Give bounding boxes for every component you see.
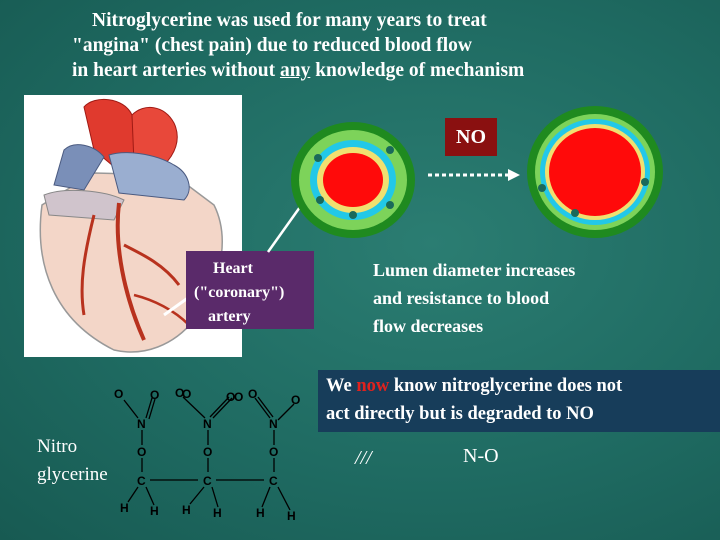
heart-illustration	[24, 95, 242, 357]
atom-nitrogen: N	[203, 417, 212, 431]
molecule-name-line-2: glycerine	[37, 464, 108, 485]
atom-oxygen: O	[114, 387, 123, 401]
callout-line-1-start: We	[326, 376, 357, 396]
callout-line-1-end: know nitroglycerine does not	[389, 376, 623, 396]
atom-hydrogen: H	[213, 506, 222, 520]
atom-carbon: C	[203, 474, 212, 488]
heart-label-line-1: Heart	[213, 260, 253, 277]
coronary-artery-branch-1	[123, 243, 181, 286]
title-line-2: "angina" (chest pain) due to reduced blo…	[72, 35, 472, 56]
vessel-cell-dot	[641, 178, 649, 186]
atom-oxygen: O	[203, 445, 212, 459]
title-line-3-end: knowledge of mechanism	[310, 60, 525, 81]
coronary-artery-main	[115, 202, 146, 341]
atom-oxygen: O	[175, 386, 184, 400]
pulmonary-artery-shape	[108, 152, 190, 201]
atom-oxygen: O	[182, 387, 191, 401]
slide-title: Nitroglycerine was used for many years t…	[72, 8, 672, 83]
vessel-dilated	[527, 106, 663, 238]
title-line-3-start: in heart arteries without	[72, 60, 280, 81]
lumen-line-2: and resistance to blood	[373, 288, 550, 308]
lumen-description: Lumen diameter increases and resistance …	[373, 256, 575, 340]
title-line-3: in heart arteries without any knowledge …	[72, 58, 672, 83]
vessel-cell-dot	[538, 184, 546, 192]
no-label-box: NO	[445, 118, 497, 156]
atom-hydrogen: H	[256, 506, 265, 520]
atom-nitrogen: N	[137, 417, 146, 431]
vessel-cell-dot	[349, 211, 357, 219]
callout-line-2: act directly but is degraded to NO	[326, 404, 594, 424]
atom-oxygen: O	[137, 445, 146, 459]
atom-oxygen: O	[269, 445, 278, 459]
lumen-line-1: Lumen diameter increases	[373, 260, 576, 280]
vessel-pointer-line	[266, 199, 307, 253]
heart-label-line-3: artery	[208, 308, 251, 325]
heart-artery-label: Heart ("coronary") artery	[186, 251, 314, 329]
atom-nitrogen: N	[269, 417, 278, 431]
atom-oxygen: O	[226, 390, 235, 404]
coronary-artery-branch-2	[80, 214, 96, 316]
molecule-bonds	[123, 396, 295, 511]
vessel-cell-dot	[386, 146, 394, 154]
title-emphasis-any: any	[279, 60, 311, 81]
atom-hydrogen: H	[150, 504, 159, 518]
vessel-lumen	[323, 153, 383, 207]
vessel-constricted	[291, 122, 415, 238]
atom-oxygen: O	[248, 387, 257, 401]
vessel-cell-dot	[314, 154, 322, 162]
heart-drawing	[39, 98, 223, 353]
vessel-cell-dot	[316, 196, 324, 204]
lumen-line-3: flow decreases	[373, 316, 484, 336]
dilation-arrow-head	[508, 169, 520, 181]
vena-cava-shape	[53, 144, 105, 191]
coronary-artery-branch-3	[133, 293, 190, 326]
atom-carbon: C	[269, 474, 278, 488]
vessel-cell-dot	[571, 209, 579, 217]
bond-break-slashes: ///	[355, 447, 372, 469]
atom-hydrogen: H	[287, 509, 296, 523]
vessel-cell-dot	[386, 201, 394, 209]
bond-label: N-O	[463, 445, 499, 467]
mechanism-callout: We now know nitroglycerine does not act …	[318, 370, 720, 432]
atom-hydrogen: H	[182, 503, 191, 517]
title-line-1: Nitroglycerine was used for many years t…	[92, 10, 487, 31]
molecule-name-line-1: Nitro	[37, 436, 78, 457]
atom-oxygen: O	[291, 393, 300, 407]
atom-carbon: C	[137, 474, 146, 488]
atom-oxygen: O	[150, 388, 159, 402]
heart-label-line-2: ("coronary")	[194, 284, 285, 301]
molecule-name: Nitro glycerine	[37, 433, 108, 489]
atom-oxygen: O	[234, 390, 243, 404]
atom-hydrogen: H	[120, 501, 129, 515]
vessel-lumen	[549, 128, 641, 216]
callout-now-word: now	[356, 376, 390, 396]
callout-line-1: We now know nitroglycerine does not	[326, 372, 622, 400]
